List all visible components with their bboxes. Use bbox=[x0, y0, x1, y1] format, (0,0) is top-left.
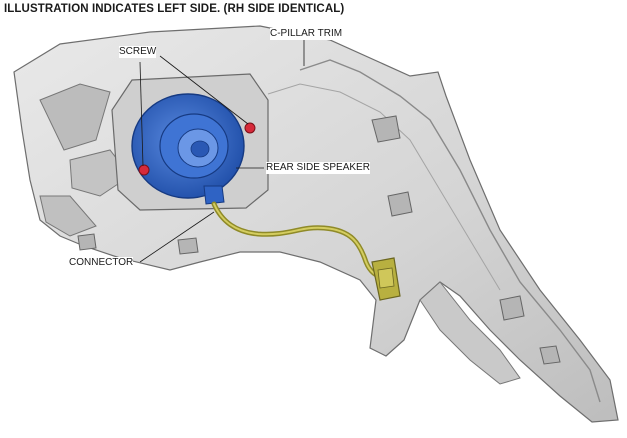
screw-leader-2 bbox=[159, 55, 249, 125]
speaker-tab bbox=[203, 185, 225, 205]
trim-clip-1 bbox=[371, 115, 401, 143]
trim-left-rib-2 bbox=[69, 149, 131, 197]
trim-lower-flange bbox=[419, 281, 521, 385]
trim-left-rib-1 bbox=[39, 83, 111, 151]
screw-label: SCREW bbox=[119, 46, 157, 58]
trim-clip-5 bbox=[177, 237, 199, 255]
trim-clip-6 bbox=[77, 233, 97, 251]
screw-right bbox=[244, 122, 256, 134]
connector-leader bbox=[139, 211, 215, 263]
screw-left bbox=[138, 164, 150, 176]
trim-left-rib-3 bbox=[39, 195, 97, 237]
c-pillar-trim-label: C-PILLAR TRIM bbox=[270, 28, 343, 40]
trim-clip-3 bbox=[499, 295, 525, 321]
trim-clip-4 bbox=[539, 345, 561, 365]
harness-connector-latch bbox=[377, 267, 395, 289]
speaker-center bbox=[190, 140, 210, 158]
rear-side-speaker-label: REAR SIDE SPEAKER bbox=[266, 162, 370, 174]
connector-label: CONNECTOR bbox=[69, 257, 134, 269]
speaker-wire-highlight bbox=[213, 203, 385, 279]
trim-upper-ridge bbox=[299, 59, 601, 403]
trim-clip-2 bbox=[387, 191, 413, 217]
illustration-note: ILLUSTRATION INDICATES LEFT SIDE. (RH SI… bbox=[4, 3, 345, 15]
screw-leader bbox=[139, 61, 144, 167]
c-pillar-trim-panel bbox=[13, 25, 619, 423]
